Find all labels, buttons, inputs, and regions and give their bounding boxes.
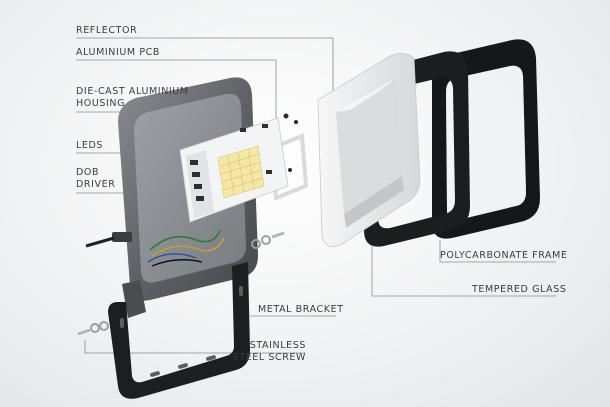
reflector bbox=[317, 53, 421, 248]
label-dob-line1: DOB bbox=[76, 167, 100, 178]
label-aluminium-pcb: ALUMINIUM PCB bbox=[76, 47, 161, 58]
leader-polycarbonate bbox=[439, 240, 556, 263]
leader-tempered-glass bbox=[371, 246, 556, 297]
label-polycarbonate-frame: POLYCARBONATE FRAME bbox=[440, 250, 568, 261]
polycarbonate-frame bbox=[362, 51, 470, 247]
dob-driver-components bbox=[190, 124, 272, 201]
label-housing: DIE-CAST ALUMINIUM HOUSING bbox=[76, 86, 189, 110]
label-screw-line1: STAINLESS bbox=[249, 340, 306, 351]
label-stainless-steel-screw: STAINLESS STEEL SCREW bbox=[214, 340, 306, 364]
label-tempered-glass: TEMPERED GLASS bbox=[472, 284, 567, 295]
leader-reflector bbox=[76, 37, 334, 96]
stainless-steel-screws bbox=[77, 231, 285, 336]
leader-aluminium-pcb bbox=[76, 59, 277, 125]
led-pcb bbox=[179, 113, 298, 223]
wires bbox=[149, 229, 221, 251]
cable-gland bbox=[112, 232, 132, 242]
label-housing-line1: DIE-CAST ALUMINIUM bbox=[76, 86, 189, 97]
label-metal-bracket: METAL BRACKET bbox=[258, 304, 344, 315]
label-dob-driver: DOB DRIVER bbox=[76, 167, 115, 191]
label-housing-line2: HOUSING bbox=[76, 98, 126, 109]
led-array bbox=[217, 145, 265, 199]
label-dob-line2: DRIVER bbox=[76, 179, 116, 190]
label-screw-line2: STEEL SCREW bbox=[232, 352, 306, 363]
label-reflector: REFLECTOR bbox=[76, 25, 138, 36]
metal-bracket bbox=[108, 262, 250, 399]
label-leds: LEDS bbox=[76, 140, 104, 151]
